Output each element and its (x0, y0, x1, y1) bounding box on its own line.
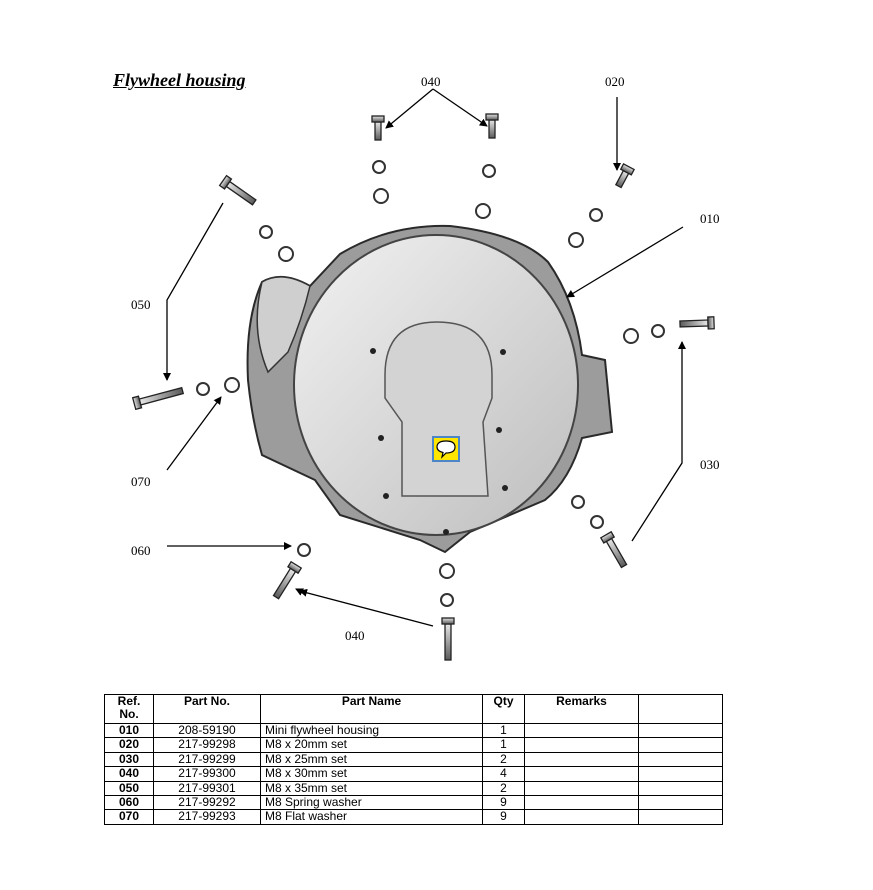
table-row: 050 217-99301 M8 x 35mm set 2 (104, 780, 723, 797)
cell-remarks (524, 795, 639, 811)
cell-remarks (524, 809, 639, 825)
cell-extra (638, 737, 723, 753)
cell-qty: 9 (482, 809, 525, 825)
cell-qty: 1 (482, 722, 525, 739)
callout-030: 030 (700, 457, 720, 472)
cell-ref: 050 (104, 780, 154, 797)
cell-part-no: 217-99293 (153, 809, 261, 825)
cell-ref: 060 (104, 795, 154, 811)
cell-extra (638, 751, 723, 768)
callout-010: 010 (700, 211, 720, 226)
callout-040-top: 040 (421, 74, 441, 89)
cell-part-no: 217-99292 (153, 795, 261, 811)
page-title: Flywheel housing (113, 70, 246, 90)
cell-qty: 1 (482, 737, 525, 753)
washers (196, 160, 665, 607)
callout-070: 070 (131, 474, 151, 489)
cell-remarks (524, 766, 639, 782)
cell-ref: 040 (104, 766, 154, 782)
cell-part-name: Mini flywheel housing (260, 722, 483, 739)
cell-extra (638, 766, 723, 782)
cell-qty: 9 (482, 795, 525, 811)
cell-part-no: 217-99300 (153, 766, 261, 782)
cell-extra (638, 809, 723, 825)
cell-remarks (524, 737, 639, 753)
cell-ref: 010 (104, 722, 154, 739)
cell-extra (638, 795, 723, 811)
header-extra (638, 694, 723, 724)
cell-qty: 2 (482, 780, 525, 797)
table-row: 070 217-99293 M8 Flat washer 9 (104, 809, 723, 825)
cell-part-no: 217-99298 (153, 737, 261, 753)
speech-bubble-icon[interactable] (432, 436, 460, 462)
table-row: 010 208-59190 Mini flywheel housing 1 (104, 722, 723, 739)
cell-part-name: M8 Flat washer (260, 809, 483, 825)
flywheel-housing (246, 224, 614, 554)
exploded-diagram (131, 88, 715, 661)
parts-table: Ref. No. Part No. Part Name Qty Remarks … (104, 694, 723, 825)
cell-remarks (524, 722, 639, 739)
cell-qty: 4 (482, 766, 525, 782)
table-row: 060 217-99292 M8 Spring washer 9 (104, 795, 723, 811)
cell-part-no: 208-59190 (153, 722, 261, 739)
callout-020: 020 (605, 74, 625, 89)
callout-040-bottom: 040 (345, 628, 365, 643)
cell-part-name: M8 Spring washer (260, 795, 483, 811)
cell-ref: 070 (104, 809, 154, 825)
cell-remarks (524, 751, 639, 768)
header-ref-no: Ref. No. (104, 694, 154, 724)
bolts (131, 113, 715, 661)
cell-extra (638, 780, 723, 797)
cell-part-name: M8 x 20mm set (260, 737, 483, 753)
cell-part-no: 217-99299 (153, 751, 261, 768)
cell-qty: 2 (482, 751, 525, 768)
cell-remarks (524, 780, 639, 797)
leader-arrows (163, 88, 686, 627)
header-qty: Qty (482, 694, 525, 724)
header-part-name: Part Name (260, 694, 483, 724)
table-row: 030 217-99299 M8 x 25mm set 2 (104, 751, 723, 768)
header-remarks: Remarks (524, 694, 639, 724)
cell-part-name: M8 x 25mm set (260, 751, 483, 768)
table-header-row: Ref. No. Part No. Part Name Qty Remarks (104, 694, 723, 724)
cell-part-no: 217-99301 (153, 780, 261, 797)
cell-extra (638, 722, 723, 739)
callout-060: 060 (131, 543, 151, 558)
cell-part-name: M8 x 35mm set (260, 780, 483, 797)
header-part-no: Part No. (153, 694, 261, 724)
cell-ref: 030 (104, 751, 154, 768)
cell-ref: 020 (104, 737, 154, 753)
table-row: 020 217-99298 M8 x 20mm set 1 (104, 737, 723, 753)
callout-050: 050 (131, 297, 151, 312)
table-row: 040 217-99300 M8 x 30mm set 4 (104, 766, 723, 782)
cell-part-name: M8 x 30mm set (260, 766, 483, 782)
